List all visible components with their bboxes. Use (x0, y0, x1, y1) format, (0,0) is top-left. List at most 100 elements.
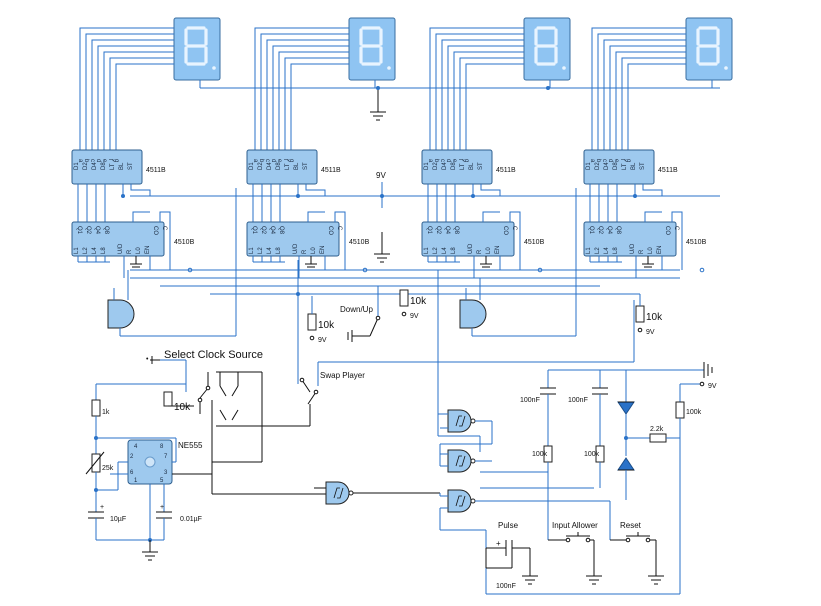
counter-pin-l0: L0 (311, 247, 317, 254)
cap-10uf-label: 10µF (110, 516, 126, 523)
counter-pin-l8: L8 (613, 247, 619, 254)
decoder-pin-g: g (113, 159, 119, 162)
decoder-pin-lt: LT (110, 163, 116, 170)
decoder-pin-bl: BL (469, 162, 475, 170)
counter-pin-ud: U/D (468, 243, 474, 254)
reset-button[interactable]: Reset (610, 521, 664, 585)
resistor-1k-label: 1k (102, 409, 110, 416)
decoder-pin-d4: D4 (604, 162, 610, 170)
decoder-pin-d4: D4 (92, 162, 98, 170)
decoder-pin-d: d (445, 159, 451, 162)
ne555-pin-2: 2 (130, 454, 134, 460)
decoder-pin-g: g (463, 159, 469, 162)
input-allower-label: Input Allower (552, 521, 598, 530)
decoder-pin-a: a (252, 159, 258, 163)
counter-pin-q2: Q2 (597, 226, 603, 235)
counter-pin-l4: L4 (92, 247, 98, 254)
counter-pin-q4: Q4 (444, 226, 450, 235)
ground-center (374, 232, 390, 263)
resistor-1k (91, 399, 101, 417)
and-gate-left (107, 188, 237, 337)
schmitt-gate-2 (447, 449, 476, 473)
counter-pin-en: EN (320, 246, 326, 254)
counter-pin-q8: Q8 (615, 226, 621, 235)
decoder-pin-bl: BL (631, 162, 637, 170)
seven-segment-display (173, 17, 221, 81)
resistor-10k-clock: 10k (163, 391, 194, 413)
counter-pin-l2: L2 (258, 247, 264, 254)
potentiometer-25k[interactable] (91, 453, 101, 473)
counter-pin-q1: Q1 (426, 226, 432, 235)
decoder-pin-st: ST (303, 162, 309, 170)
counter-pin-c: C (161, 226, 167, 231)
power-input-circuit: 100nF 100nF 100k 100k 2.2k 9V 100k (440, 362, 717, 595)
resistor-2k2-label: 2.2k (650, 426, 664, 433)
swap-player-label: Swap Player (320, 371, 365, 380)
decoder-pin-d: d (95, 159, 101, 162)
decoder-pin-d8: D8 (101, 162, 107, 170)
decoder-pin-g: g (625, 159, 631, 162)
decoder-pin-d2: D2 (595, 162, 601, 170)
supply-9v-label: 9V (376, 171, 386, 180)
schmitt-gate-clock (314, 481, 440, 505)
resistor-100k-1-label: 100k (532, 451, 548, 458)
ne555-label: NE555 (178, 441, 203, 450)
decoder-pin-lt: LT (460, 163, 466, 170)
ne555-pin-7: 7 (164, 454, 168, 460)
counter-pin-q2: Q2 (85, 226, 91, 235)
seven-segment-display (685, 17, 733, 81)
decoder-pin-d: d (270, 159, 276, 162)
select-clock-source: • Select Clock Source (146, 349, 263, 392)
counter-pin-l0: L0 (648, 247, 654, 254)
decoder-pin-a: a (589, 159, 595, 163)
decoder-pin-f: f (282, 159, 288, 161)
decoder-pin-b: b (595, 159, 601, 163)
pulse-circuit: Pulse + 100nF (485, 521, 538, 590)
counter-pin-c: C (673, 226, 679, 231)
ne555-pin-1: 1 (134, 478, 138, 484)
input-allower-button[interactable]: Input Allower (548, 521, 602, 585)
decoder-pin-d1: D1 (586, 162, 592, 170)
pulse-cap-label: 100nF (496, 583, 516, 590)
decoder-pin-c: c (439, 159, 445, 162)
counter-pin-l4: L4 (604, 247, 610, 254)
decoder-4511b-label: 4511B (658, 167, 678, 174)
counter-pin-en: EN (145, 246, 151, 254)
diode-1 (617, 401, 635, 415)
counter-pin-l0: L0 (486, 247, 492, 254)
decoder-pin-lt: LT (285, 163, 291, 170)
diode-2 (617, 457, 635, 471)
counter-pin-q8: Q8 (453, 226, 459, 235)
counter-pin-q1: Q1 (251, 226, 257, 235)
pulse-cap-plus: + (496, 539, 501, 548)
resistor-100k-3 (675, 401, 685, 419)
decoder-pin-b: b (258, 159, 264, 163)
counter-pin-en: EN (495, 246, 501, 254)
counter-pin-co: CO (327, 226, 333, 235)
gate-wiring (437, 270, 611, 540)
counter-pin-q2: Q2 (260, 226, 266, 235)
seven-segment-display (523, 17, 571, 81)
counter-pin-co: CO (502, 226, 508, 235)
decoder-pin-d1: D1 (249, 162, 255, 170)
supply-9v-right-mid: 9V (646, 329, 655, 336)
cap-100nf-1-label: 100nF (520, 397, 540, 404)
clock-select-switch[interactable] (197, 372, 211, 414)
resistor-10k-clock-label: 10k (174, 402, 191, 413)
cap-001uf-label: 0.01µF (180, 516, 202, 523)
counter-pin-ud: U/D (118, 243, 124, 254)
reset-label: Reset (620, 521, 642, 530)
potentiometer-25k-label: 25k (102, 465, 114, 472)
counter-pin-l4: L4 (442, 247, 448, 254)
decoder-pin-c: c (89, 159, 95, 162)
swap-player-switch[interactable]: Swap Player (216, 260, 635, 462)
resistor-2k2 (649, 433, 667, 443)
decoder-pin-d1: D1 (424, 162, 430, 170)
down-up-switch[interactable]: Down/Up 10k 9V (340, 285, 427, 342)
